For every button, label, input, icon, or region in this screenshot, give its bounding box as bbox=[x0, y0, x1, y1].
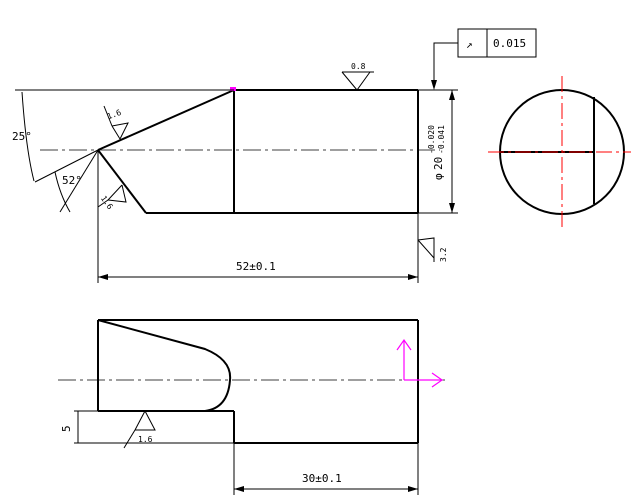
roughness-chamfer-lower-value: 1.6 bbox=[99, 194, 115, 211]
upper-chamfer-edge bbox=[97, 89, 235, 151]
side-view bbox=[488, 76, 631, 230]
roughness-symbol-general: 3.2 bbox=[417, 237, 448, 262]
roughness-symbol-bottom: 1.6 bbox=[123, 409, 156, 449]
angle-arc-25 bbox=[21, 91, 35, 182]
diameter-annotation: φ 20 -0.020 -0.041 bbox=[427, 125, 446, 180]
angle-arc-52 bbox=[54, 171, 71, 213]
roughness-chamfer-upper-value: 1.6 bbox=[106, 108, 123, 121]
length-arrow-left bbox=[98, 274, 108, 280]
roughness-general-value: 3.2 bbox=[439, 247, 448, 262]
roughness-bottom-value: 1.6 bbox=[138, 435, 153, 444]
angle-25-label: 25° bbox=[12, 130, 32, 143]
dia-arrow-bottom bbox=[449, 203, 455, 213]
runout-icon: ↗ bbox=[466, 38, 473, 51]
lower-extension-line bbox=[59, 149, 99, 213]
dia-symbol: φ bbox=[432, 173, 445, 180]
tolerance-leader-arrow bbox=[431, 80, 437, 90]
chamfer-extension-line bbox=[34, 149, 99, 183]
slot-arrow-right bbox=[408, 486, 418, 492]
roughness-symbol-top: 0.8 bbox=[341, 62, 374, 91]
front-view: 25° 52° 0.8 1.6 1.6 φ 20 -0.020 bbox=[12, 28, 537, 283]
roughness-top-value: 0.8 bbox=[351, 62, 366, 71]
marker-point bbox=[230, 87, 236, 91]
top-view-slot-curve bbox=[97, 319, 232, 412]
lower-chamfer-edge bbox=[97, 149, 147, 214]
roughness-symbol-chamfer-upper: 1.6 bbox=[103, 105, 129, 141]
runout-tolerance-frame: ↗ 0.015 bbox=[431, 28, 537, 90]
tolerance-value: 0.015 bbox=[493, 37, 526, 50]
dia-upper-deviation: -0.020 bbox=[427, 125, 436, 154]
top-view: 5 1.6 30±0.1 bbox=[58, 319, 445, 495]
tolerance-leader bbox=[433, 42, 458, 88]
angle-52-label: 52° bbox=[62, 174, 82, 187]
slot-dimension-text: 30±0.1 bbox=[302, 472, 342, 485]
length-dimension-text: 52±0.1 bbox=[236, 260, 276, 273]
step-dimension-text: 5 bbox=[60, 425, 73, 432]
dia-lower-deviation: -0.041 bbox=[437, 125, 446, 154]
ucs-axis-icon bbox=[396, 338, 444, 388]
slot-arrow-left bbox=[234, 486, 244, 492]
dia-arrow-top bbox=[449, 90, 455, 100]
roughness-symbol-chamfer-lower: 1.6 bbox=[97, 184, 127, 211]
dia-nominal: 20 bbox=[432, 157, 445, 170]
length-arrow-right bbox=[408, 274, 418, 280]
